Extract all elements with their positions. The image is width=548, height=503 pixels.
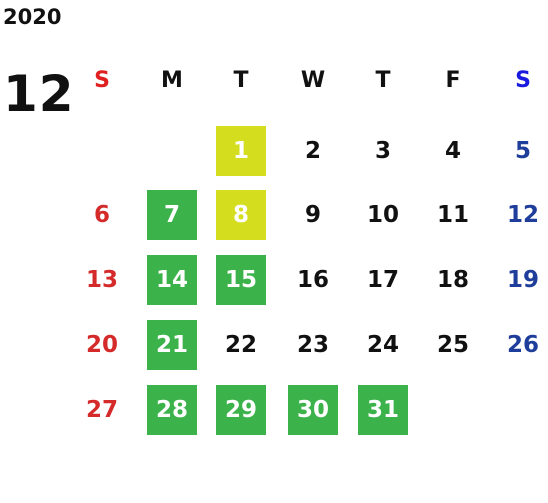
day-cell-2[interactable]: 2 [304,138,321,164]
day-cell-8[interactable]: 8 [216,190,266,240]
day-cell-14[interactable]: 14 [147,255,197,305]
day-cell-26[interactable]: 26 [506,332,539,358]
day-cell-18[interactable]: 18 [436,267,469,293]
weekday-header-tue: T [233,68,249,93]
day-cell-9[interactable]: 9 [304,202,321,228]
day-cell-15[interactable]: 15 [216,255,266,305]
day-cell-20[interactable]: 20 [85,332,118,358]
day-cell-29[interactable]: 29 [216,385,266,435]
weekday-header-mon: M [161,68,183,93]
day-cell-21[interactable]: 21 [147,320,197,370]
day-cell-11[interactable]: 11 [436,202,469,228]
year-label: 2020 [3,5,62,29]
weekday-header-sun: S [94,68,110,93]
day-cell-1[interactable]: 1 [216,126,266,176]
day-cell-13[interactable]: 13 [85,267,118,293]
month-label: 12 [3,65,75,123]
day-cell-3[interactable]: 3 [374,138,391,164]
weekday-header-fri: F [445,68,461,93]
day-cell-22[interactable]: 22 [224,332,257,358]
day-cell-7[interactable]: 7 [147,190,197,240]
day-cell-6[interactable]: 6 [93,202,110,228]
day-cell-16[interactable]: 16 [296,267,329,293]
day-cell-27[interactable]: 27 [85,397,118,423]
day-cell-28[interactable]: 28 [147,385,197,435]
day-cell-24[interactable]: 24 [366,332,399,358]
day-cell-10[interactable]: 10 [366,202,399,228]
weekday-header-sat: S [515,68,531,93]
day-cell-25[interactable]: 25 [436,332,469,358]
day-cell-4[interactable]: 4 [444,138,461,164]
day-cell-23[interactable]: 23 [296,332,329,358]
day-cell-31[interactable]: 31 [358,385,408,435]
weekday-header-thu: T [375,68,391,93]
day-cell-12[interactable]: 12 [506,202,539,228]
day-cell-30[interactable]: 30 [288,385,338,435]
day-cell-19[interactable]: 19 [506,267,539,293]
day-cell-5[interactable]: 5 [514,138,531,164]
weekday-header-wed: W [300,68,326,93]
day-cell-17[interactable]: 17 [366,267,399,293]
